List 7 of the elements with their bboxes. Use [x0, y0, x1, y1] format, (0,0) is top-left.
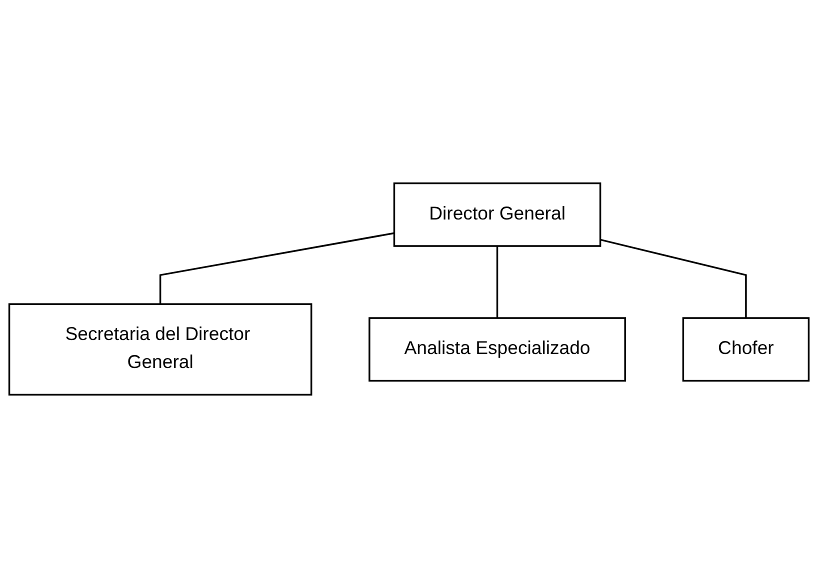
node-box: Secretaria del Director General [8, 303, 312, 396]
node-box: Director General [393, 182, 602, 247]
connector [600, 238, 747, 318]
node-box: Analista Especializado [368, 317, 626, 382]
node-box: Chofer [682, 317, 810, 382]
connector [159, 232, 394, 304]
connector [496, 246, 498, 318]
